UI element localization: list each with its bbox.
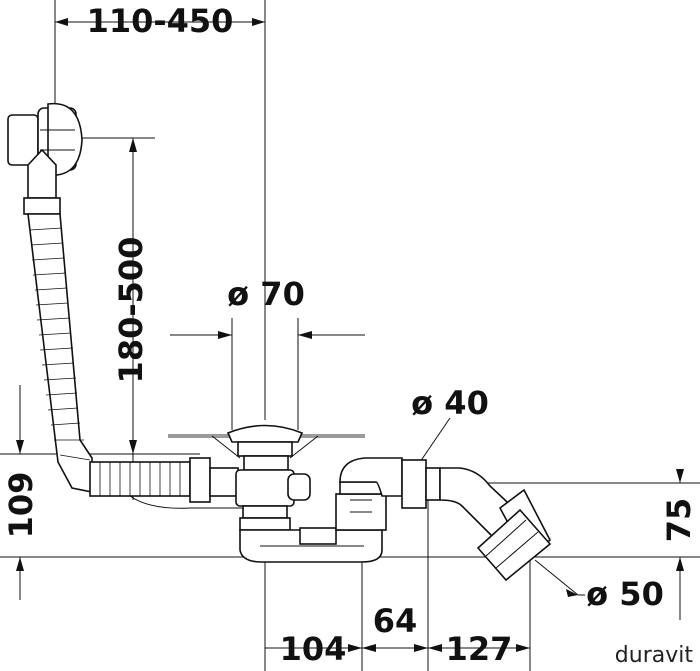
outlet-pipe bbox=[401, 459, 552, 582]
dim-drain-diameter: ø 70 bbox=[227, 275, 305, 313]
dim-horizontal-b: 64 bbox=[373, 602, 418, 640]
dim-trap-height: 109 bbox=[2, 472, 40, 539]
dim-pipe-diameter: ø 50 bbox=[586, 575, 664, 613]
dim-overflow-height: 180-500 bbox=[112, 237, 150, 384]
waste-fitting bbox=[211, 424, 319, 531]
horizontal-hose bbox=[89, 457, 245, 509]
overflow-head bbox=[7, 102, 83, 215]
trap-riser bbox=[335, 457, 403, 531]
overflow-hose bbox=[27, 213, 93, 493]
dim-horizontal-a: 104 bbox=[280, 630, 347, 668]
dim-outlet-diameter: ø 40 bbox=[411, 384, 489, 422]
dim-overflow-distance: 110-450 bbox=[87, 2, 234, 40]
brand-logo: duravit bbox=[615, 643, 694, 668]
trap-bend bbox=[239, 527, 383, 563]
dimension-arrows bbox=[16, 18, 684, 652]
dim-horizontal-c: 127 bbox=[446, 630, 513, 668]
dim-outlet-height: 75 bbox=[660, 498, 698, 543]
